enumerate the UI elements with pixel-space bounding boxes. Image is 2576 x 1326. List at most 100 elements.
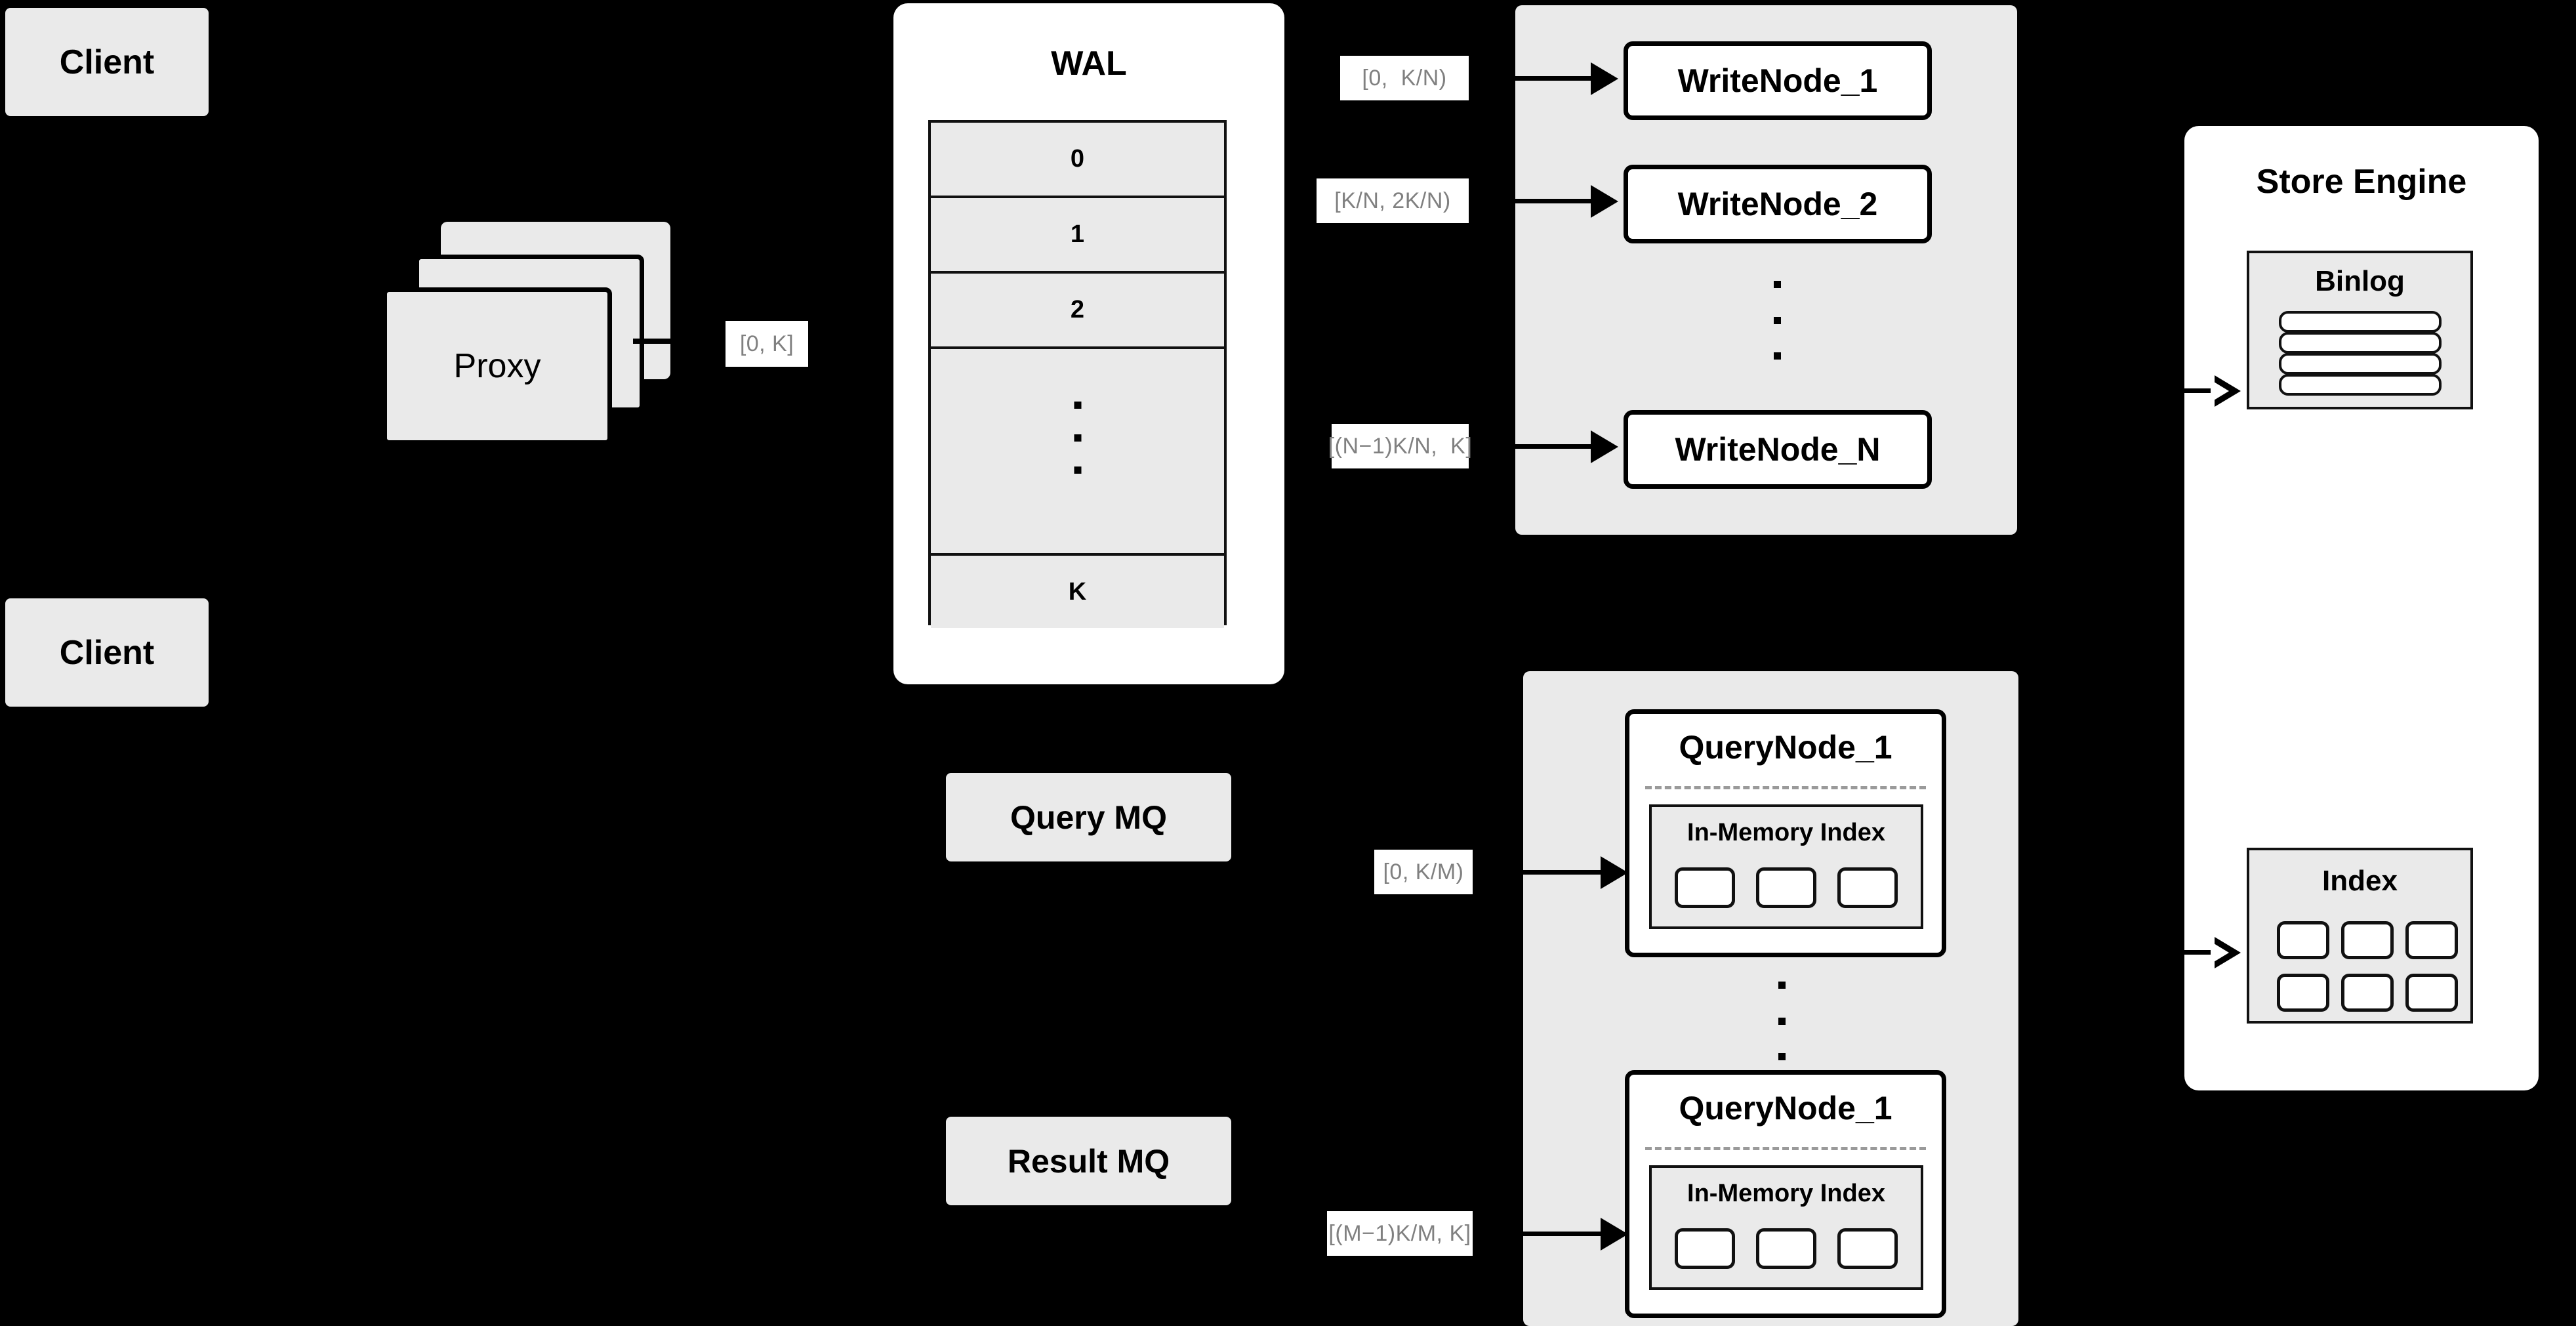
store-engine-title: Store Engine [2184, 162, 2539, 201]
query-node-2-index-cell-2[interactable] [1756, 1228, 1816, 1269]
write-node-2-label: WriteNode_2 [1677, 186, 1878, 222]
query-arrow-head-2 [1601, 1218, 1628, 1251]
write-range-tag-1: [0, K/N) [1340, 56, 1469, 100]
write-arrow-line-n [1471, 444, 1591, 449]
binlog-row-2[interactable] [2279, 332, 2442, 354]
wal-ellipsis-icon [1074, 402, 1081, 474]
binlog-row-1[interactable] [2279, 311, 2442, 333]
write-range-text-1: [0, K/N) [1362, 65, 1447, 91]
binlog-box: Binlog [2247, 251, 2473, 409]
write-node-1[interactable]: WriteNode_1 [1624, 41, 1932, 120]
binlog-row-4[interactable] [2279, 374, 2442, 396]
wal-title-text: WAL [1051, 45, 1127, 83]
query-node-1-index-cell-1[interactable] [1675, 867, 1735, 908]
proxy-range-text: [0, K] [739, 331, 794, 356]
store-engine-title-text: Store Engine [2256, 163, 2467, 201]
write-arrow-line-2 [1471, 199, 1591, 203]
query-node-1-index-cell-2[interactable] [1756, 867, 1816, 908]
wal-row-ellipsis [931, 349, 1224, 556]
query-mq-label: Query MQ [1010, 798, 1167, 836]
query-node-2-index-cell-3[interactable] [1837, 1228, 1898, 1269]
write-node-1-label: WriteNode_1 [1677, 62, 1878, 99]
client-label-2: Client [59, 633, 155, 672]
client-label-1: Client [59, 43, 155, 81]
query-range-text-2: [(M−1)K/M, K] [1328, 1220, 1471, 1246]
index-arrow-line [2183, 950, 2215, 955]
write-range-tag-n: [(N−1)K/N, K] [1328, 424, 1472, 468]
wal-row-label-0: 0 [1070, 145, 1085, 173]
wal-row-1[interactable]: 1 [931, 198, 1224, 274]
index-title-text: Index [2322, 865, 2398, 897]
index-cell-r1c1[interactable] [2277, 921, 2329, 959]
query-node-1-index-title-text: In-Memory Index [1687, 819, 1885, 846]
write-arrow-head-n [1591, 430, 1618, 463]
index-cell-r2c2[interactable] [2341, 974, 2394, 1012]
query-node-1[interactable]: QueryNode_1 In-Memory Index [1625, 709, 1946, 957]
index-cell-r1c3[interactable] [2405, 921, 2458, 959]
query-node-2-label: QueryNode_1 [1629, 1089, 1942, 1127]
index-box: Index [2247, 848, 2473, 1024]
query-node-1-index-cell-3[interactable] [1837, 867, 1898, 908]
index-arrow-head [2211, 937, 2241, 968]
query-range-tag-2: [(M−1)K/M, K] [1327, 1211, 1473, 1256]
write-range-tag-2: [K/N, 2K/N) [1317, 178, 1469, 223]
query-node-2-index-title-text: In-Memory Index [1687, 1180, 1885, 1207]
query-arrow-line-1 [1475, 870, 1601, 875]
query-node-ellipsis-icon [1778, 982, 1786, 1060]
index-cell-r1c2[interactable] [2341, 921, 2394, 959]
query-range-tag-1: [0, K/M) [1374, 850, 1473, 894]
query-node-1-label-text: QueryNode_1 [1679, 729, 1892, 766]
query-node-2[interactable]: QueryNode_1 In-Memory Index [1625, 1070, 1946, 1318]
client-box-2[interactable]: Client [5, 598, 209, 707]
query-node-2-index-title: In-Memory Index [1652, 1180, 1921, 1208]
proxy-label: Proxy [453, 347, 541, 385]
client-box-1[interactable]: Client [5, 8, 209, 116]
binlog-title: Binlog [2249, 265, 2470, 298]
write-node-2[interactable]: WriteNode_2 [1624, 165, 1932, 243]
query-node-1-divider [1645, 786, 1926, 789]
write-range-text-n: [(N−1)K/N, K] [1328, 433, 1473, 459]
wal-row-2[interactable]: 2 [931, 274, 1224, 349]
wal-row-k[interactable]: K [931, 556, 1224, 628]
index-cell-r2c1[interactable] [2277, 974, 2329, 1012]
query-node-2-label-text: QueryNode_1 [1679, 1090, 1892, 1127]
wal-row-label-2: 2 [1070, 296, 1085, 323]
result-mq-label: Result MQ [1007, 1142, 1170, 1180]
proxy-range-tag: [0, K] [726, 321, 808, 367]
wal-title: WAL [893, 44, 1284, 83]
write-arrow-line-1 [1471, 76, 1591, 81]
index-title: Index [2249, 865, 2470, 898]
query-range-text-1: [0, K/M) [1383, 859, 1464, 884]
write-node-ellipsis-icon [1774, 281, 1781, 360]
query-node-group: QueryNode_1 In-Memory Index QueryNode_1 [1523, 671, 2018, 1326]
proxy-card-front[interactable]: Proxy [382, 287, 612, 445]
wal-entry-list: 0 1 2 K [928, 120, 1227, 628]
wal-row-label-1: 1 [1070, 220, 1085, 248]
query-node-1-inmemory-index: In-Memory Index [1649, 804, 1923, 929]
write-node-n[interactable]: WriteNode_N [1624, 410, 1932, 489]
result-mq-box[interactable]: Result MQ [946, 1117, 1231, 1205]
write-range-text-2: [K/N, 2K/N) [1334, 188, 1451, 213]
query-node-2-inmemory-index: In-Memory Index [1649, 1165, 1923, 1290]
query-node-2-divider [1645, 1147, 1926, 1150]
index-cell-r2c3[interactable] [2405, 974, 2458, 1012]
write-arrow-head-2 [1591, 185, 1618, 218]
wal-row-0[interactable]: 0 [931, 123, 1224, 198]
query-node-1-label: QueryNode_1 [1629, 728, 1942, 766]
binlog-row-3[interactable] [2279, 353, 2442, 375]
store-engine-panel: Store Engine Binlog Index [2184, 126, 2539, 1090]
query-arrow-line-2 [1475, 1232, 1601, 1236]
write-node-n-label: WriteNode_N [1675, 431, 1881, 468]
wal-panel: WAL 0 1 2 K [893, 3, 1284, 684]
proxy-connector-stub [633, 339, 672, 344]
binlog-title-text: Binlog [2315, 265, 2405, 297]
query-node-2-index-cell-1[interactable] [1675, 1228, 1735, 1269]
query-arrow-head-1 [1601, 856, 1628, 889]
query-node-1-index-title: In-Memory Index [1652, 819, 1921, 847]
binlog-arrow-line [2183, 388, 2215, 393]
write-arrow-head-1 [1591, 62, 1618, 95]
binlog-arrow-head [2211, 375, 2241, 407]
query-mq-box[interactable]: Query MQ [946, 773, 1231, 861]
write-node-group: WriteNode_1 WriteNode_2 WriteNode_N [1515, 5, 2017, 535]
